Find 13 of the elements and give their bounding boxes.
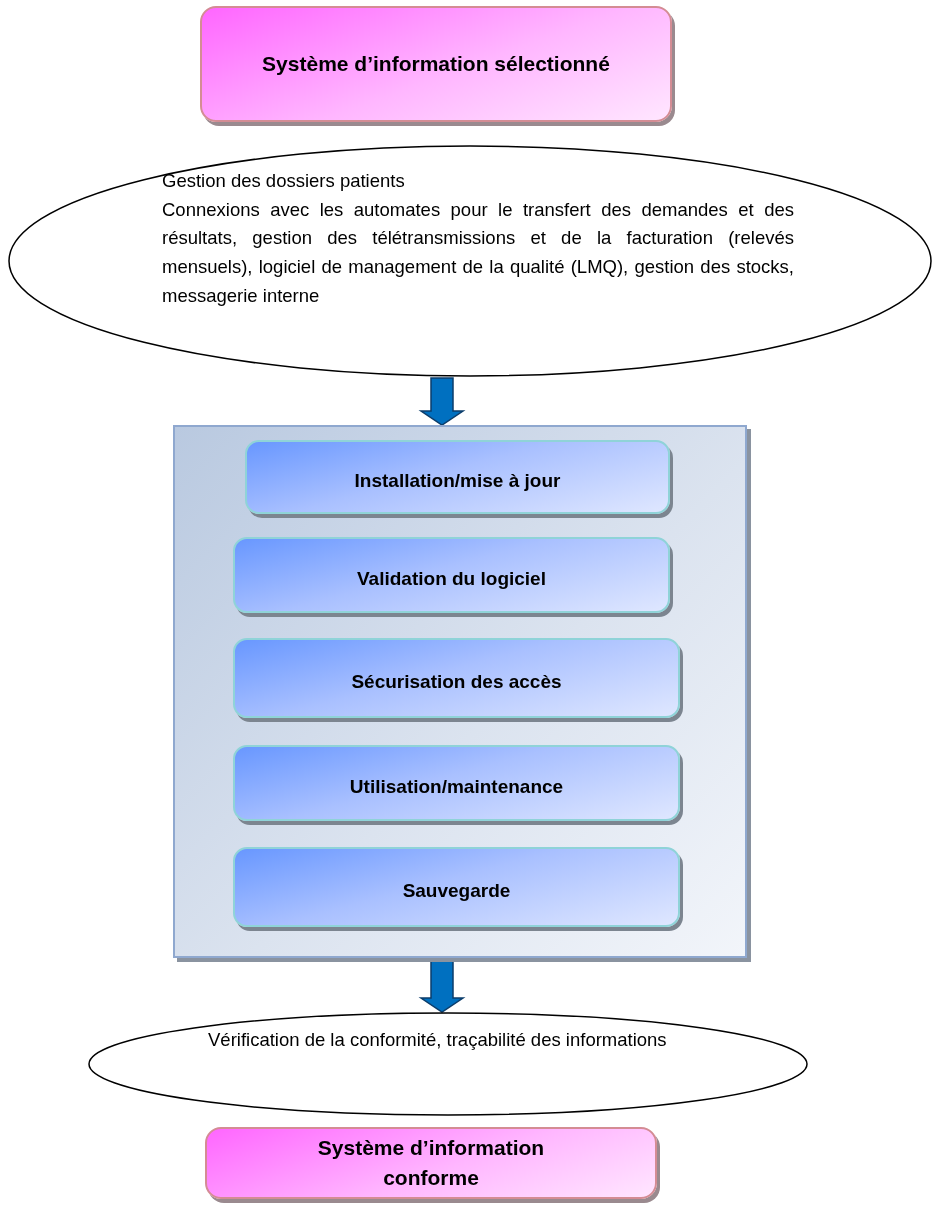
step-label: Utilisation/maintenance <box>349 776 564 798</box>
ellipse <box>88 1012 808 1116</box>
step-label: Validation du logiciel <box>357 568 546 590</box>
step-label: Sauvegarde <box>402 880 511 902</box>
description-text: Vérification de la conformité, traçabilité des informations <box>208 1028 668 1052</box>
block-arrow <box>418 377 466 426</box>
description-text: Gestion des dossiers patients <box>162 169 406 193</box>
step-label: Sécurisation des accès <box>351 671 562 693</box>
description-text: Connexions avec les automates pour le transfert des demandes et des résultats, gestion des télétransmissions et de la facturation (relevés mensuels), logiciel de management de la qualité (LMQ), gestion des stocks, messagerie interne <box>162 197 794 308</box>
step-label: Installation/mise à jour <box>354 470 561 492</box>
box-label: Système d’information conforme <box>316 1134 546 1191</box>
box-label: Système d’information sélectionné <box>262 50 610 77</box>
ellipse <box>8 145 932 377</box>
